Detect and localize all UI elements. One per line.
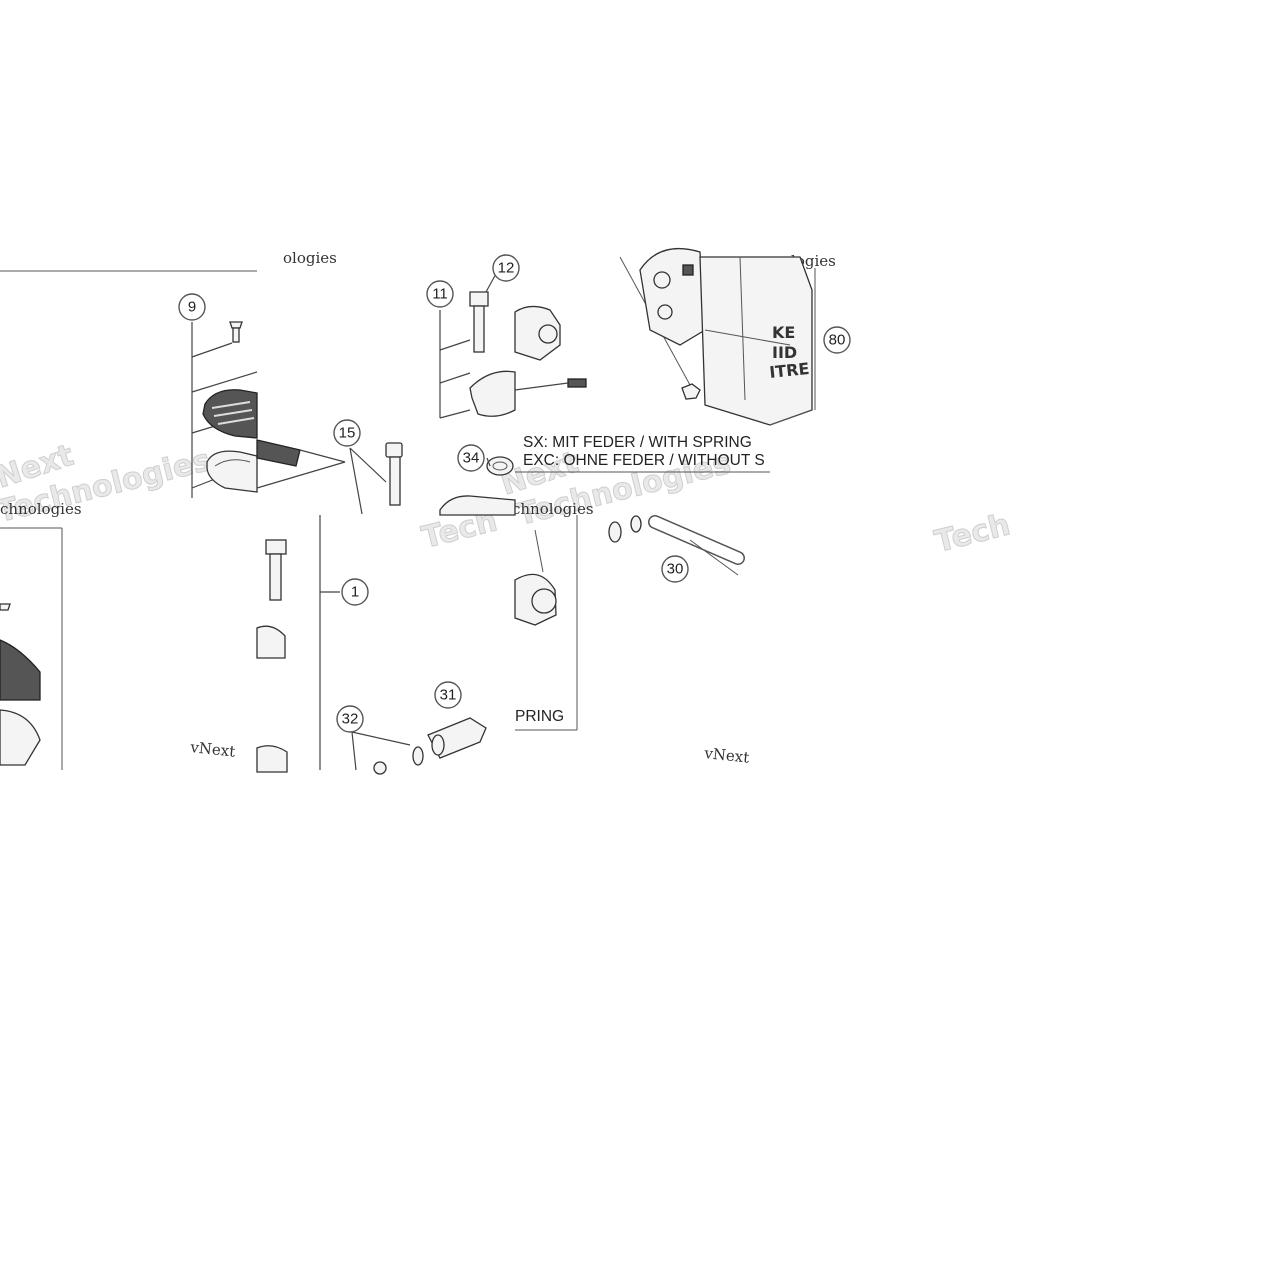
watermark-chnologies-left: chnologies <box>0 500 82 518</box>
diaphragm-part <box>206 450 258 493</box>
hose-30-inner <box>649 516 744 564</box>
screw-part <box>229 321 243 329</box>
washer-32 <box>373 761 387 775</box>
callout-80: 80 <box>823 326 851 354</box>
can-label-line1: KE <box>772 323 795 342</box>
diaphragm-line <box>214 459 251 467</box>
callout-34: 34 <box>457 444 485 472</box>
nut-part <box>681 383 701 400</box>
bolt-12-head <box>469 291 489 307</box>
callout-15: 15 <box>333 419 361 447</box>
screw-shaft <box>232 327 240 343</box>
leader-small-screw <box>514 382 569 391</box>
leader-15b <box>349 447 363 515</box>
master-cylinder-part <box>639 248 706 346</box>
clamp-bc <box>256 625 286 659</box>
panel-bottom-center: PRING <box>256 515 578 775</box>
watermark-ologies-top: ologies <box>283 249 337 267</box>
lever-base-part <box>439 495 516 516</box>
svg-text:12: 12 <box>498 260 515 277</box>
svg-text:31: 31 <box>440 687 457 704</box>
callout-1: 1 <box>341 578 369 606</box>
panel-diagonal <box>256 461 346 489</box>
panel-bottom-left <box>0 527 63 770</box>
leader-11c <box>439 409 471 419</box>
can-strap <box>704 329 791 346</box>
washer-30a <box>608 521 622 543</box>
leader-9b <box>191 371 258 393</box>
can-edge <box>739 256 746 401</box>
hose-shadow <box>689 539 739 576</box>
svg-text:34: 34 <box>463 450 480 467</box>
cylinder-fitting <box>682 264 694 276</box>
lever-pivot-bore <box>531 588 557 614</box>
clamp-lower-bc <box>256 745 288 773</box>
svg-text:32: 32 <box>342 711 359 728</box>
leader-spring <box>299 449 346 463</box>
callout-9: 9 <box>178 293 206 321</box>
cap-ridges <box>211 401 255 425</box>
svg-text:11: 11 <box>432 286 448 303</box>
watermark-chnologies-center: chnologies <box>512 500 594 518</box>
leader-11a <box>439 339 471 351</box>
clamp-half-part <box>469 370 516 417</box>
washer-30b <box>630 515 642 533</box>
bolt-12-shaft <box>473 305 485 353</box>
watermark-tech-right: Tech <box>931 507 1013 559</box>
svg-text:80: 80 <box>829 332 846 349</box>
screw-small-dark <box>567 378 587 388</box>
lever-line <box>534 529 544 573</box>
pin-15-shaft <box>389 456 401 506</box>
callout-group: 9 11 12 15 34 80 1 31 <box>178 254 851 733</box>
bolt-head-bc <box>265 539 287 555</box>
svg-text:30: 30 <box>667 561 684 578</box>
seal-34-part <box>486 456 514 476</box>
screw-part-bl <box>0 603 11 611</box>
callout-31: 31 <box>434 681 462 709</box>
clamp-bore <box>538 324 558 344</box>
callout-32: 32 <box>336 705 364 733</box>
can-label-line3: ITRE <box>768 359 810 382</box>
svg-text:9: 9 <box>188 299 196 316</box>
fitting-31-end <box>431 734 445 756</box>
leader-15 <box>349 447 387 483</box>
callout-11: 11 <box>426 280 454 308</box>
can-base <box>769 409 813 426</box>
svg-text:15: 15 <box>339 425 356 442</box>
reservoir-cap-bl <box>0 639 41 701</box>
panel-top-right: KE IID ITRE <box>619 248 816 426</box>
leader-32 <box>351 731 411 771</box>
clamp-body-part <box>514 305 561 361</box>
leader-34 <box>486 457 491 467</box>
note-spring-fragment: PRING <box>515 708 564 725</box>
leader-9a <box>191 342 233 358</box>
seal-34-inner <box>492 461 508 471</box>
washer-31 <box>412 746 424 766</box>
note-sx: SX: MIT FEDER / WITH SPRING <box>523 434 752 451</box>
watermark-vnext-right: vNext <box>703 744 751 767</box>
cylinder-bore-1 <box>653 271 671 289</box>
bolt-shaft-bc <box>269 553 282 601</box>
panel-top-center: SX: MIT FEDER / WITH SPRING EXC: OHNE FE… <box>349 271 770 516</box>
spring-bolt-part <box>256 439 301 467</box>
hose-assembly <box>608 515 745 576</box>
callout-12: 12 <box>492 254 520 282</box>
leader-9d <box>191 478 216 489</box>
note-exc: EXC: OHNE FEDER / WITHOUT S <box>523 452 765 469</box>
svg-text:1: 1 <box>351 584 359 601</box>
watermark-vnext-left: vNext <box>189 738 237 761</box>
can-label-line2: IID <box>772 343 797 362</box>
cylinder-bore-2 <box>657 304 673 320</box>
pin-15-head <box>385 442 403 458</box>
panel-left-top <box>0 270 346 498</box>
callout-30: 30 <box>661 555 689 583</box>
leader-11b <box>439 372 471 384</box>
diaphragm-bl <box>0 709 41 766</box>
